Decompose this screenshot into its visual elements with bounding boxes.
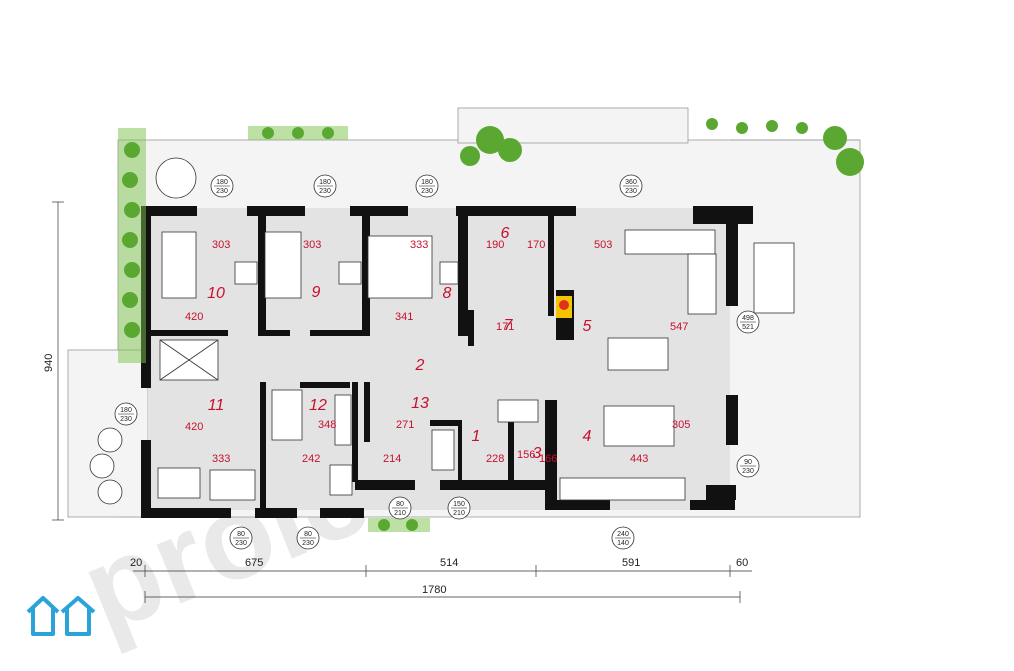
opening-tag-width: 180 [319,179,331,186]
opening-tag-width: 498 [742,315,754,322]
room-number-7: 7 [504,317,514,334]
room-number-6: 6 [501,225,510,242]
room-dim-11-depth: 420 [185,421,203,433]
room-dim-12-width: 242 [302,453,320,465]
opening-tag-width: 240 [617,531,629,538]
room-dim-5-depth: 547 [670,321,688,333]
opening-tag-width: 80 [304,531,312,538]
room-dim-3-width: 166 [539,453,557,465]
opening-tag-height: 140 [617,540,629,547]
room-number-3: 3 [533,445,542,462]
dim-total-height: 940 [43,354,55,372]
opening-tag-height: 230 [216,188,228,195]
fireplace-icon [556,296,572,318]
room-number-1: 1 [472,428,481,445]
opening-tag-height: 210 [394,510,406,517]
room-dim-6-width: 190 [486,239,504,251]
room-dim-12-depth: 348 [318,419,336,431]
room-dim-9-width: 303 [303,239,321,251]
opening-tag-height: 230 [421,188,433,195]
room-dim-7-depth: 171 [496,321,514,333]
opening-tag-width: 180 [216,179,228,186]
room-dim-3-depth: 156 [517,449,535,461]
room-number-4: 4 [583,428,592,445]
room-dim-11-width: 333 [212,453,230,465]
room-number-11: 11 [208,397,225,414]
plants [118,118,864,532]
room-dim-8-width: 333 [410,239,428,251]
opening-tag-height: 230 [742,468,754,475]
opening-tag-height: 230 [302,540,314,547]
opening-tag-width: 80 [237,531,245,538]
opening-tag-height: 230 [625,188,637,195]
room-dim-13-depth: 271 [396,419,414,431]
dim-right-margin: 60 [736,557,748,569]
opening-tag-height: 230 [120,416,132,423]
dim-left-margin: 20 [130,557,142,569]
room-dim-8-depth: 341 [395,311,413,323]
dim-segment-1: 675 [245,557,263,569]
furniture [89,157,795,505]
opening-tag-height: 210 [453,510,465,517]
room-dim-1-width: 228 [486,453,504,465]
room-dim-4-depth: 305 [672,419,690,431]
interior-dimensions: 303 303 333 190 170 503 420 341 171 547 … [185,239,690,465]
opening-tag-width: 180 [421,179,433,186]
room-dim-10-depth: 420 [185,311,203,323]
opening-tag-width: 80 [396,501,404,508]
opening-tag-height: 521 [742,324,754,331]
room-dim-10-width: 303 [212,239,230,251]
overall-dimensions [52,201,752,603]
room-dim-13-width: 214 [383,453,401,465]
room-number-9: 9 [312,284,321,301]
opening-tag-width: 360 [625,179,637,186]
opening-tag-width: 180 [120,407,132,414]
room-number-8: 8 [443,285,452,302]
opening-tag-width: 90 [744,459,752,466]
room-number-2: 2 [415,357,425,374]
house-logo-icon [26,596,96,636]
opening-tags: 1802301802301802303602304985211802309023… [114,174,760,550]
dim-segment-2: 514 [440,557,458,569]
room-number-5: 5 [583,318,592,335]
room-number-12: 12 [309,397,327,414]
room-dim-6-depth: 170 [527,239,545,251]
room-number-10: 10 [207,285,225,302]
opening-tag-width: 150 [453,501,465,508]
room-number-13: 13 [411,395,429,412]
room-dim-4-width: 443 [630,453,648,465]
room-dim-5-width: 503 [594,239,612,251]
opening-tag-height: 230 [235,540,247,547]
dim-total-length: 1780 [422,584,446,596]
opening-tag-height: 230 [319,188,331,195]
dim-segment-3: 591 [622,557,640,569]
